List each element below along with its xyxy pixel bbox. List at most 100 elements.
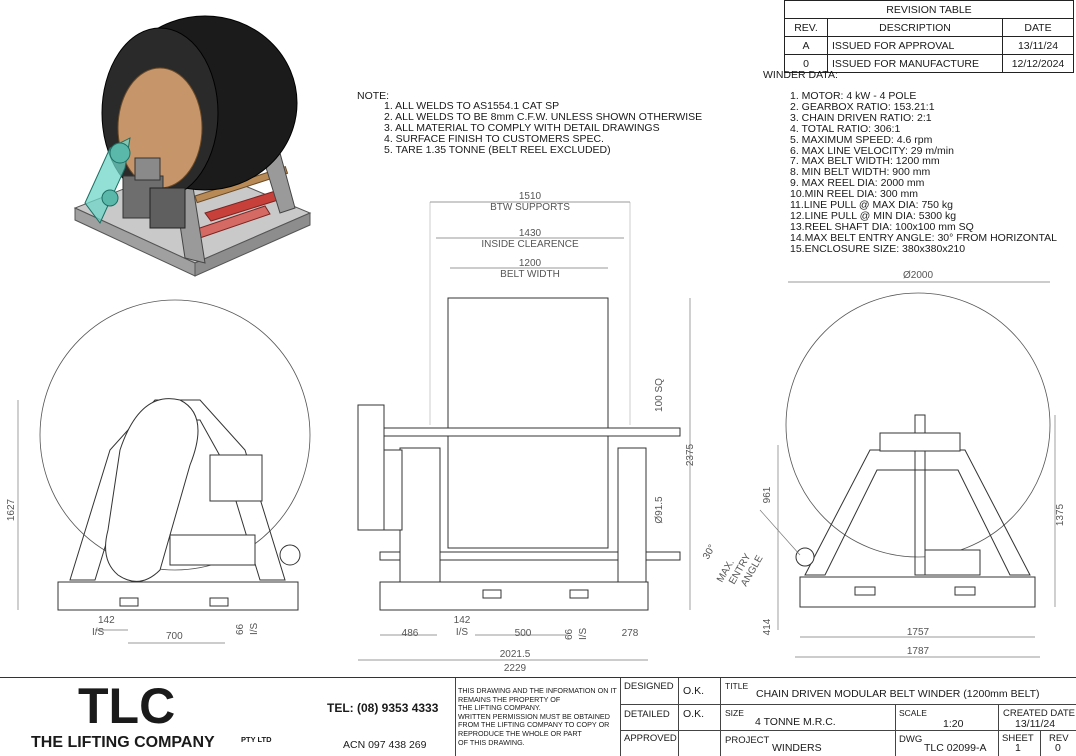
reel-outline bbox=[39, 299, 311, 571]
revision-row: 0 ISSUED FOR MANUFACTURE 12/12/2024 bbox=[784, 54, 1074, 73]
revision-table: REVISION TABLE REV. DESCRIPTION DATE A I… bbox=[784, 0, 1074, 73]
chain-guard bbox=[105, 398, 199, 582]
date-cell: 12/12/2024 bbox=[1002, 54, 1074, 73]
note-item: 1. ALL WELDS TO AS1554.1 CAT SP bbox=[384, 100, 560, 112]
revision-row: A ISSUED FOR APPROVAL 13/11/24 bbox=[784, 36, 1074, 55]
dim-100-sq: 100 SQ bbox=[654, 378, 665, 412]
description-header: DESCRIPTION bbox=[827, 18, 1003, 37]
reel-shaft bbox=[379, 427, 681, 437]
reel-drum bbox=[447, 297, 609, 549]
winder-data-item: 2. GEARBOX RATIO: 153.21:1 bbox=[790, 100, 935, 113]
rev-value: 0 bbox=[1055, 742, 1061, 754]
dim-91-5: Ø91.5 bbox=[654, 496, 665, 524]
electrical-enclosure bbox=[149, 187, 186, 229]
designed-value: O.K. bbox=[683, 685, 705, 697]
reel-outline bbox=[785, 292, 1051, 558]
bearing-block bbox=[879, 432, 961, 452]
title-block: TLC THE LIFTING COMPANY PTY LTD TEL: (08… bbox=[0, 677, 1076, 756]
rev-cell: 0 bbox=[784, 54, 828, 73]
chain-guard bbox=[357, 404, 385, 531]
left-support bbox=[399, 447, 441, 584]
company-name: THE LIFTING COMPANY bbox=[31, 734, 215, 751]
notes-heading: NOTE: bbox=[357, 90, 390, 102]
dim-278: 278 bbox=[622, 628, 639, 639]
dim-142: 142 bbox=[98, 615, 115, 626]
title-label: TITLE bbox=[725, 681, 749, 691]
btw-supports-label: BTW SUPPORTS bbox=[490, 202, 570, 213]
dim-142: 142 bbox=[454, 615, 471, 626]
electrical-enclosure bbox=[209, 454, 263, 502]
drawing-title: CHAIN DRIVEN MODULAR BELT WINDER (1200mm… bbox=[756, 688, 1040, 700]
base-frame bbox=[799, 576, 1036, 608]
note-item: 5. TARE 1.35 TONNE (BELT REEL EXCLUDED) bbox=[384, 143, 611, 156]
dim-414: 414 bbox=[762, 618, 773, 635]
a-frame bbox=[804, 449, 1031, 576]
dim-2000: Ø2000 bbox=[903, 270, 933, 281]
is-label: I/S bbox=[249, 622, 260, 635]
forklift-pocket bbox=[119, 597, 139, 607]
winder-data-item: 5. MAXIMUM SPEED: 4.6 rpm bbox=[790, 133, 933, 146]
scale-value: 1:20 bbox=[943, 718, 964, 730]
dim-66: 66 bbox=[564, 628, 575, 640]
winder-data-item: 1. MOTOR: 4 kW - 4 POLE bbox=[790, 90, 917, 102]
dim-1430: 1430 bbox=[519, 228, 542, 239]
inside-clearence-label: INSIDE CLEARENCE bbox=[481, 239, 579, 250]
sprocket bbox=[109, 142, 131, 164]
rev-cell: A bbox=[784, 36, 828, 55]
detailed-label: DETAILED bbox=[624, 709, 670, 720]
winder-data-item: 11.LINE PULL @ MAX DIA: 750 kg bbox=[790, 199, 953, 212]
notes-list: 1. ALL WELDS TO AS1554.1 CAT SP 2. ALL W… bbox=[384, 101, 702, 156]
motor bbox=[134, 157, 161, 181]
forklift-pocket bbox=[854, 586, 876, 596]
angle-line bbox=[759, 509, 801, 556]
is-label: I/S bbox=[578, 627, 589, 640]
is-label: I/S bbox=[456, 627, 469, 638]
dim-1757: 1757 bbox=[907, 627, 930, 638]
date-header: DATE bbox=[1002, 18, 1074, 37]
project-label: PROJECT bbox=[725, 735, 770, 746]
date-cell: 13/11/24 bbox=[1002, 36, 1074, 55]
winder-data-item: 15.ENCLOSURE SIZE: 380x380x210 bbox=[790, 242, 966, 255]
winder-data-item: 6. MAX LINE VELOCITY: 29 m/min bbox=[790, 144, 954, 157]
sheet-label: SHEET bbox=[1002, 733, 1034, 744]
side-view-right: Ø2000 30° MAX. ENTRY ANGLE 961 414 1375 … bbox=[701, 270, 1066, 658]
base-frame bbox=[57, 581, 299, 611]
dwg-label: DWG bbox=[899, 734, 923, 745]
sprocket bbox=[101, 189, 119, 207]
winder-data-list: 1. MOTOR: 4 kW - 4 POLE 2. GEARBOX RATIO… bbox=[790, 91, 1057, 255]
gearbox bbox=[383, 449, 403, 531]
motor bbox=[169, 534, 256, 566]
dim-2375: 2375 bbox=[685, 443, 696, 466]
forklift-pocket bbox=[569, 589, 589, 599]
scale-label: SCALE bbox=[899, 708, 927, 718]
dim-2229: 2229 bbox=[504, 663, 527, 674]
winder-data-item: 3. CHAIN DRIVEN RATIO: 2:1 bbox=[790, 111, 932, 124]
forklift-pocket bbox=[209, 597, 229, 607]
project-value: WINDERS bbox=[772, 742, 822, 754]
size-label: SIZE bbox=[725, 708, 744, 718]
detailed-value: O.K. bbox=[683, 708, 705, 720]
isometric-view bbox=[73, 15, 312, 277]
dim-700: 700 bbox=[166, 631, 183, 642]
rev-label: REV bbox=[1049, 733, 1069, 744]
winder-data-item: 12.LINE PULL @ MIN DIA: 5300 kg bbox=[790, 209, 957, 222]
dim-500: 500 bbox=[515, 628, 532, 639]
pty-ltd: PTY LTD bbox=[241, 735, 272, 744]
telephone: TEL: (08) 9353 4333 bbox=[327, 701, 439, 715]
winder-data-item: 7. MAX BELT WIDTH: 1200 mm bbox=[790, 155, 940, 168]
dim-1787: 1787 bbox=[907, 646, 930, 657]
roller bbox=[279, 544, 301, 566]
center-post bbox=[914, 414, 926, 576]
dim-486: 486 bbox=[402, 628, 419, 639]
tlc-logo: TLC bbox=[78, 678, 176, 734]
right-support bbox=[617, 447, 647, 584]
winder-data-item: 8. MIN BELT WIDTH: 900 mm bbox=[790, 166, 931, 179]
winder-data-item: 10.MIN REEL DIA: 300 mm bbox=[790, 188, 918, 201]
side-view-left: 1627 142 I/S 700 66 I/S bbox=[6, 299, 311, 644]
note-item: 2. ALL WELDS TO BE 8mm C.F.W. UNLESS SHO… bbox=[384, 110, 703, 123]
base-frame bbox=[379, 581, 649, 611]
designed-label: DESIGNED bbox=[624, 681, 674, 692]
note-item: 4. SURFACE FINISH TO CUSTOMERS SPEC. bbox=[384, 132, 604, 145]
angle-30: 30° bbox=[701, 543, 718, 562]
winder-data-heading: WINDER DATA: bbox=[763, 69, 838, 81]
